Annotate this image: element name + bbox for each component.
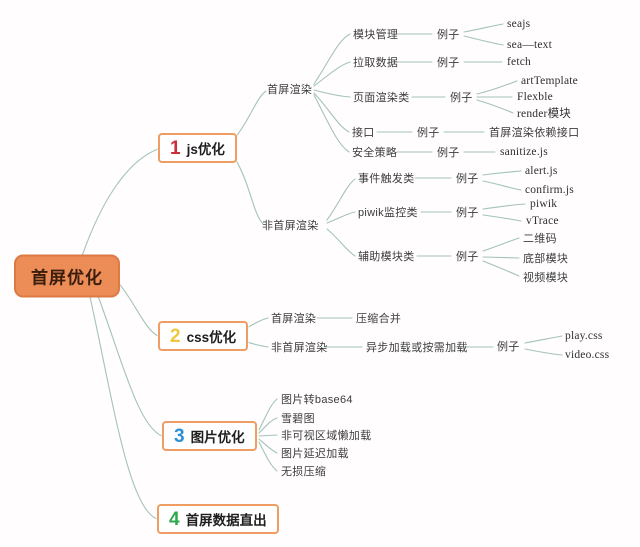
node-interface[interactable]: 接口 — [352, 127, 375, 139]
leaf-seajs[interactable]: seajs — [507, 18, 531, 30]
branch-label: 首屏数据直出 — [185, 513, 267, 528]
example-node[interactable]: 例子 — [456, 173, 479, 185]
leaf-render-dependent-interface[interactable]: 首屏渲染依赖接口 — [489, 127, 580, 139]
node-fetch-data[interactable]: 拉取数据 — [353, 57, 399, 69]
branch-label: css优化 — [186, 330, 237, 345]
node-page-render-class[interactable]: 页面渲染类 — [353, 92, 410, 104]
node-helper-module-class[interactable]: 辅助模块类 — [358, 251, 415, 263]
leaf-video-module[interactable]: 视频模块 — [523, 272, 569, 284]
leaf-sprite-image[interactable]: 雪碧图 — [281, 413, 315, 425]
example-node[interactable]: 例子 — [456, 207, 479, 219]
branch-box-image[interactable]: 3 图片优化 — [162, 421, 257, 451]
branch-box-direct-data[interactable]: 4 首屏数据直出 — [157, 504, 279, 534]
node-security-policy[interactable]: 安全策略 — [352, 147, 398, 159]
leaf-lazy-load-offscreen[interactable]: 非可视区域懒加载 — [281, 430, 372, 442]
example-node[interactable]: 例子 — [497, 341, 520, 353]
node-css-non-first-screen[interactable]: 非首屏渲染 — [271, 342, 328, 354]
leaf-lossless-compression[interactable]: 无损压缩 — [281, 466, 327, 478]
branch-number: 4 — [169, 508, 180, 530]
leaf-delayed-image-load[interactable]: 图片延迟加载 — [281, 448, 349, 460]
node-async-or-on-demand-load[interactable]: 异步加载或按需加载 — [366, 342, 468, 354]
branch-label: 图片优化 — [190, 430, 245, 445]
example-node[interactable]: 例子 — [437, 147, 460, 159]
branch-label: js优化 — [186, 142, 225, 157]
node-compress-merge[interactable]: 压缩合并 — [356, 313, 402, 325]
leaf-render-module[interactable]: render模块 — [517, 108, 571, 120]
leaf-play-css[interactable]: play.css — [565, 330, 603, 342]
example-node[interactable]: 例子 — [417, 127, 440, 139]
leaf-arttemplate[interactable]: artTemplate — [521, 75, 578, 87]
branch-box-css[interactable]: 2 css优化 — [158, 321, 249, 351]
example-node[interactable]: 例子 — [450, 92, 473, 104]
leaf-qrcode[interactable]: 二维码 — [523, 233, 557, 245]
branch-number: 3 — [174, 425, 185, 447]
example-node[interactable]: 例子 — [437, 57, 460, 69]
leaf-piwik[interactable]: piwik — [530, 198, 558, 210]
example-node[interactable]: 例子 — [456, 251, 479, 263]
node-event-trigger-class[interactable]: 事件触发类 — [358, 173, 415, 185]
node-js-non-first-screen[interactable]: 非首屏渲染 — [262, 220, 319, 232]
leaf-fetch[interactable]: fetch — [507, 56, 531, 68]
branch-number: 2 — [170, 325, 181, 347]
leaf-sea-text[interactable]: sea—text — [507, 39, 553, 51]
leaf-vtrace[interactable]: vTrace — [526, 215, 559, 227]
leaf-flexble[interactable]: Flexble — [517, 91, 553, 103]
leaf-alert-js[interactable]: alert.js — [525, 165, 558, 177]
leaf-footer-module[interactable]: 底部模块 — [523, 253, 569, 265]
leaf-sanitize-js[interactable]: sanitize.js — [500, 146, 548, 158]
node-js-first-screen[interactable]: 首屏渲染 — [267, 84, 313, 96]
leaf-video-css[interactable]: video.css — [565, 349, 610, 361]
example-node[interactable]: 例子 — [437, 29, 460, 41]
branch-number: 1 — [170, 137, 181, 159]
node-css-first-screen[interactable]: 首屏渲染 — [271, 313, 317, 325]
node-piwik-monitor-class[interactable]: piwik监控类 — [358, 207, 418, 219]
leaf-image-to-base64[interactable]: 图片转base64 — [281, 394, 353, 406]
leaf-confirm-js[interactable]: confirm.js — [525, 184, 574, 196]
root-node[interactable]: 首屏优化 — [14, 254, 120, 298]
branch-box-js[interactable]: 1 js优化 — [158, 133, 237, 163]
node-module-management[interactable]: 模块管理 — [353, 29, 399, 41]
